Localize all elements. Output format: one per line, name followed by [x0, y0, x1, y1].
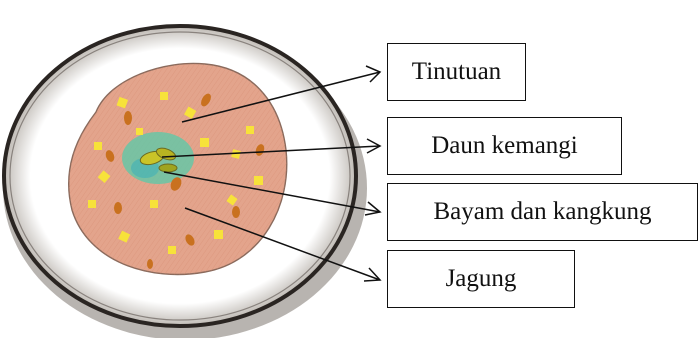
label-daun-kemangi-text: Daun kemangi [431, 132, 577, 160]
label-bayam-kangkung: Bayam dan kangkung [387, 183, 698, 241]
label-bayam-kangkung-text: Bayam dan kangkung [433, 198, 651, 226]
label-jagung-text: Jagung [446, 265, 517, 293]
label-tinutuan: Tinutuan [387, 43, 526, 101]
label-tinutuan-text: Tinutuan [412, 58, 501, 86]
label-daun-kemangi: Daun kemangi [387, 117, 622, 175]
label-jagung: Jagung [387, 250, 575, 308]
